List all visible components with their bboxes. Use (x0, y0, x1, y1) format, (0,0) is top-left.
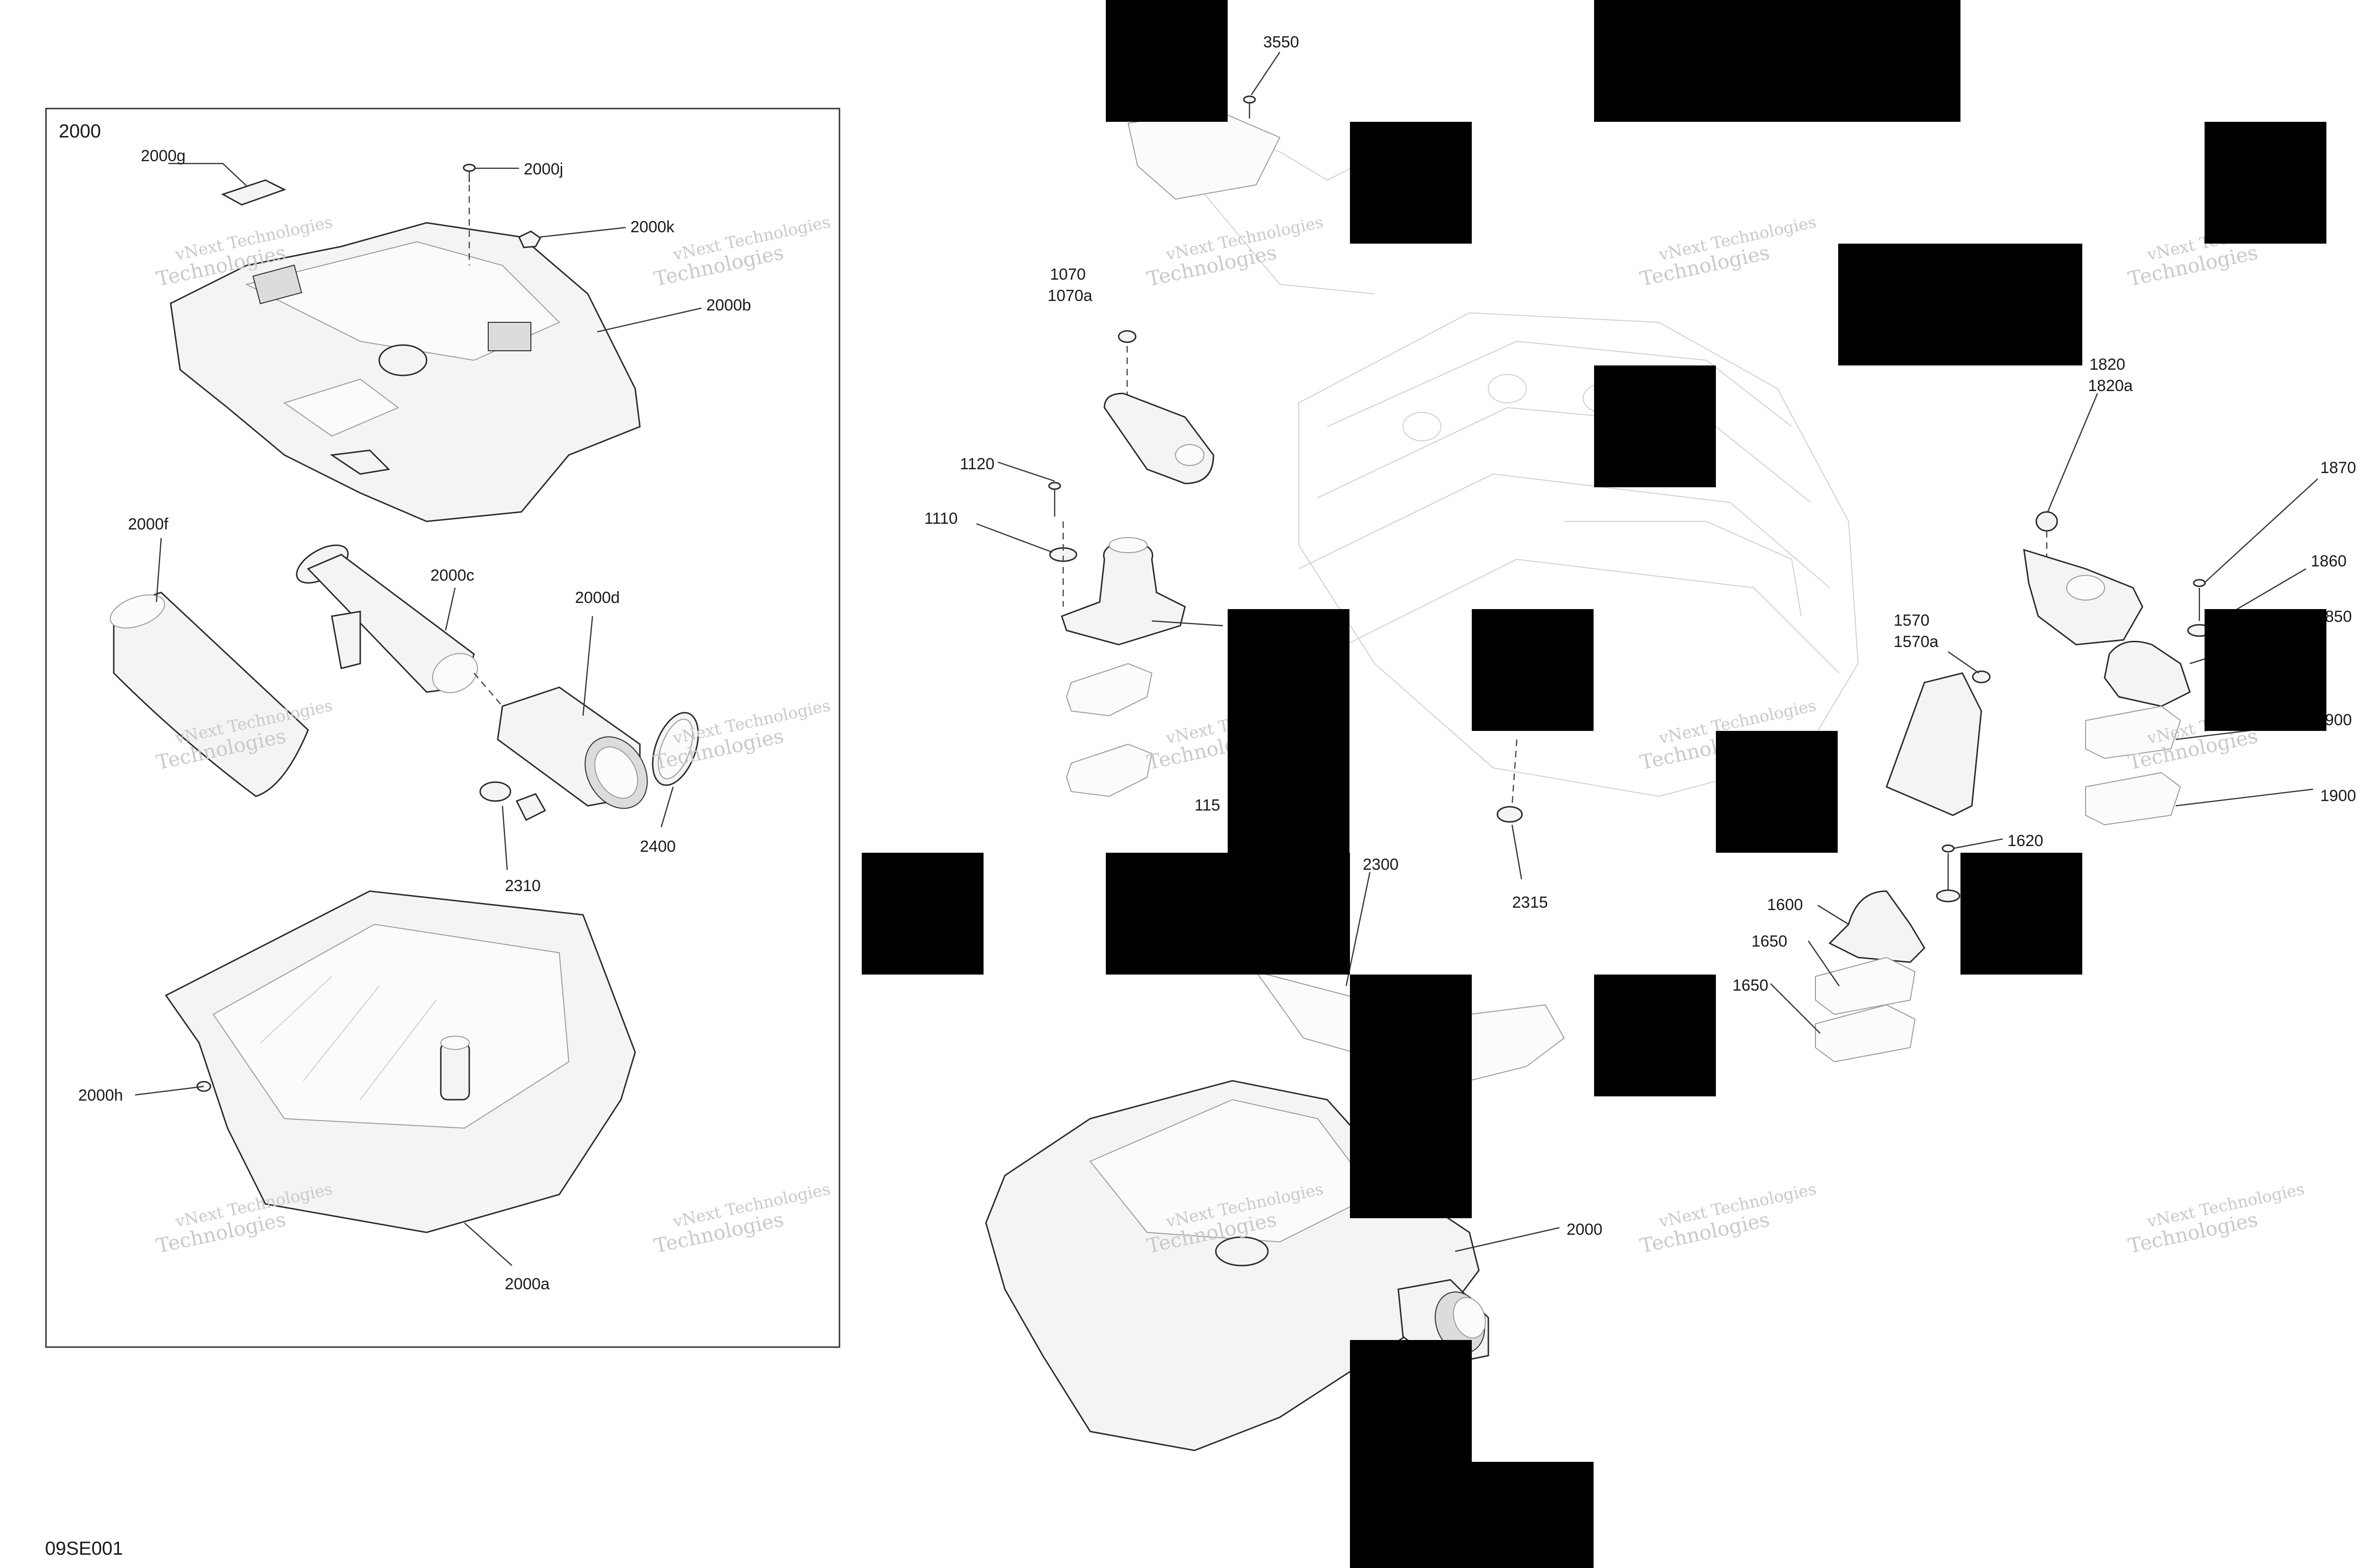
callout-1820: 1820 (2089, 356, 2125, 374)
callout-2400: 2400 (640, 838, 676, 856)
callout-1650a: 1650 (1751, 932, 1787, 950)
airbox-assembly-leaders (1345, 872, 1560, 1252)
inset-title: 2000 (59, 121, 101, 142)
callout-2000c: 2000c (430, 566, 474, 584)
coupler-2000d-illustration (497, 686, 648, 809)
footer-code: 09SE001 (45, 1538, 123, 1559)
callout-1620: 1620 (2007, 832, 2043, 850)
callout-1860: 1860 (2311, 552, 2347, 570)
callout-2300: 2300 (1363, 856, 1399, 874)
redaction-block (1472, 1462, 1594, 1568)
airbox-cover-illustration (170, 222, 641, 522)
callout-2000h: 2000h (78, 1086, 123, 1104)
callout-2000d: 2000d (575, 589, 620, 607)
redaction-block (1716, 731, 1838, 853)
callout-1600: 1600 (1767, 896, 1803, 914)
callout-2000j: 2000j (524, 160, 563, 178)
redaction-block (2205, 122, 2326, 244)
callout-1570: 1570 (1894, 611, 1930, 629)
fuel-rail-ghost-illustration (1127, 108, 1281, 200)
redaction-block (1594, 975, 1716, 1096)
callout-1570a: 1570a (1894, 633, 1939, 651)
callout-2000g: 2000g (141, 147, 186, 165)
grommet-2000k-illustration (518, 230, 541, 248)
callout-1870: 1870 (2320, 459, 2356, 477)
redaction-block (1350, 122, 1472, 244)
callout-1110: 1110 (924, 510, 958, 528)
callout-1070a: 1070a (1048, 287, 1093, 305)
redaction-block (1594, 0, 1960, 122)
redaction-block (1960, 853, 2082, 975)
callout-1900: 1900 (2320, 787, 2356, 805)
callout-3550: 3550 (1263, 33, 1299, 51)
callout-1070: 1070 (1050, 265, 1086, 283)
redaction-block (1106, 0, 1228, 122)
airbox-base-2000a-illustration (164, 890, 636, 1233)
intake-tube-2000c-illustration (296, 544, 478, 693)
rear-engine-mount-right-illustration (2023, 511, 2212, 826)
redaction-block (1106, 853, 1350, 975)
callout-1650b: 1650 (1732, 976, 1768, 994)
callout-2000b: 2000b (706, 296, 751, 314)
clamp-2400-illustration (652, 711, 699, 786)
front-mount-leaders (976, 461, 1223, 627)
airbox-assembly-illustration (985, 971, 1565, 1451)
redaction-block (1838, 244, 2082, 365)
redaction-block (1228, 609, 1349, 853)
redaction-block (2205, 609, 2326, 731)
callout-1850: 850 (2325, 608, 2352, 626)
callout-1120: 1120 (960, 455, 994, 473)
rear-left-leaders (1770, 651, 2003, 1034)
callout-2000k: 2000k (630, 218, 675, 236)
intake-duct-2000f-illustration (109, 592, 309, 797)
inset-leaders (135, 163, 702, 1266)
callout-1820a: 1820a (2088, 377, 2133, 395)
inset-frame (45, 108, 840, 1348)
fitting-2310-illustration (479, 781, 547, 821)
callout-1900a: 900 (2325, 711, 2352, 729)
callout-2000: 2000 (1567, 1221, 1603, 1239)
redaction-block (1350, 1340, 1472, 1568)
bolt-3550-illustration (1243, 95, 1256, 119)
front-engine-mount-illustration (1048, 330, 1214, 797)
clamp-2315-illustration (1496, 739, 1523, 880)
redaction-blocks (862, 0, 2326, 1568)
callout-2310: 2310 (505, 877, 541, 895)
label-plate-illustration (221, 179, 286, 206)
redaction-block (1594, 365, 1716, 487)
redaction-block (1472, 609, 1594, 731)
rear-engine-mount-left-illustration (1815, 670, 1991, 1063)
callout-2315: 2315 (1512, 893, 1548, 912)
redaction-block (1350, 975, 1472, 1218)
callout-1150: 115 (1194, 796, 1220, 814)
leader-3550 (1250, 52, 1281, 95)
callout-2000f: 2000f (128, 515, 169, 533)
redaction-block (862, 853, 984, 975)
callout-2000a: 2000a (505, 1275, 550, 1293)
